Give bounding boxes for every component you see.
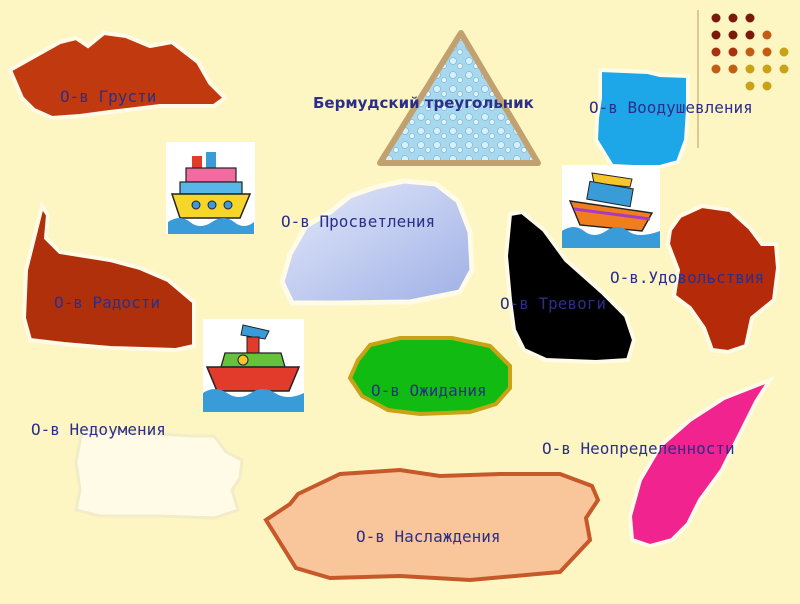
yellow-ship-icon <box>168 152 254 234</box>
island-nedoumenia-shape <box>74 428 244 520</box>
island-grusti-shape <box>7 30 229 121</box>
label-naslazhd: О-в Наслаждения <box>356 527 501 546</box>
green-ship-icon <box>203 324 304 412</box>
island-udovol-shape <box>665 203 781 355</box>
ship-yellow-image <box>166 142 255 234</box>
label-grusti: О-в Грусти <box>60 87 157 106</box>
label-nedoumenia: О-в Недоумения <box>31 420 166 439</box>
label-udovol: О-в.Удовольствия <box>610 268 765 287</box>
island-prosvet-shape <box>279 178 475 306</box>
label-radosti: О-в Радости <box>54 293 160 312</box>
island-neopredel-shape <box>627 375 775 549</box>
island-trevogi-shape <box>503 209 637 365</box>
orange-ship-icon <box>562 172 660 248</box>
label-bermuda: Бермудский треугольник <box>313 94 534 112</box>
label-ozhidania: О-в Ожидания <box>371 381 487 400</box>
bermuda-triangle-shape <box>377 30 541 166</box>
island-radosti-shape <box>21 201 196 353</box>
ship-orange-image <box>562 165 660 248</box>
label-neopredel: О-в Неопределенности <box>542 439 735 458</box>
island-naslazhd-shape <box>263 467 601 583</box>
island-voodush-shape <box>593 67 690 171</box>
label-prosvet: О-в Просветления <box>281 212 436 231</box>
ship-green-image <box>203 319 304 412</box>
label-voodush: О-в Воодушевления <box>589 98 753 117</box>
label-trevogi: О-в Тревоги <box>500 294 606 313</box>
decorative-dots <box>697 10 789 148</box>
island-ozhidania-shape <box>347 336 512 417</box>
